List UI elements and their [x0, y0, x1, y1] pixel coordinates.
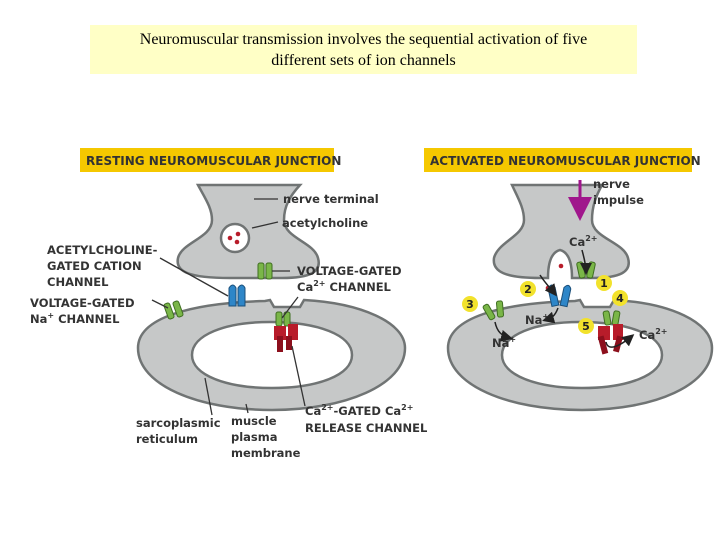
- title-line-1: Neuromuscular transmission involves the …: [139, 31, 588, 48]
- title-line-2: different sets of ion channels: [271, 52, 456, 69]
- resting-header-bg: [80, 148, 334, 172]
- label-ca-top: Ca2+: [569, 234, 597, 249]
- svg-text:1: 1: [600, 277, 608, 290]
- activated-muscle-fiber: [446, 298, 714, 412]
- resting-ach-channel: [228, 284, 246, 307]
- svg-text:3: 3: [466, 298, 474, 311]
- label-ach-channel-line-2: GATED CATION: [47, 259, 142, 273]
- label-vg-ca-line-1: VOLTAGE-GATED: [297, 264, 402, 278]
- activated-vg-na-channel: [482, 300, 505, 321]
- label-nerve-terminal: nerve terminal: [283, 192, 379, 206]
- ach-molecule: [234, 239, 240, 245]
- resting-muscle-vg-ca-channel: [275, 311, 291, 327]
- label-acetylcholine: acetylcholine: [282, 216, 368, 230]
- label-mpm-line-2: plasma: [231, 430, 278, 444]
- label-na-mid: Na+: [525, 312, 549, 327]
- svg-text:4: 4: [616, 292, 624, 305]
- ach-molecule: [235, 231, 241, 237]
- label-ach-channel-line-1: ACETYLCHOLINE-: [47, 243, 158, 257]
- resting-vesicle: [219, 222, 251, 254]
- label-ca-release-line-2: RELEASE CHANNEL: [305, 421, 428, 435]
- svg-text:2: 2: [524, 283, 532, 296]
- title-box: Neuromuscular transmission involves the …: [90, 25, 637, 74]
- step-badge-5: 5: [578, 318, 594, 334]
- step-badge-4: 4: [612, 290, 628, 306]
- label-vg-na-line-2: Na+ CHANNEL: [30, 311, 120, 326]
- label-ca-release-line-1: Ca2+-GATED Ca2+: [305, 403, 413, 418]
- activated-ca-release-channel: [597, 324, 623, 355]
- label-sr-line-1: sarcoplasmic: [136, 416, 221, 430]
- label-nerve-impulse-line-2: impulse: [593, 193, 644, 207]
- activated-header: ACTIVATED NEUROMUSCULAR JUNCTION: [430, 154, 701, 168]
- resting-vg-ca-channel: [257, 262, 273, 280]
- ach-molecule: [227, 235, 233, 241]
- activated-header-bg: [424, 148, 692, 172]
- step-badge-1: 1: [596, 275, 612, 291]
- resting-ca-release-channel: [274, 324, 298, 352]
- activated-panel: ACTIVATED NEUROMUSCULAR JUNCTION: [424, 148, 714, 412]
- resting-header: RESTING NEUROMUSCULAR JUNCTION: [86, 154, 341, 168]
- label-ca-right: Ca2+: [639, 327, 667, 342]
- label-mpm-line-1: muscle: [231, 414, 277, 428]
- label-vg-ca-line-2: Ca2+ CHANNEL: [297, 279, 392, 294]
- label-ach-channel-line-3: CHANNEL: [47, 275, 109, 289]
- step-badge-2: 2: [520, 281, 536, 297]
- label-mpm-line-3: membrane: [231, 446, 301, 460]
- ach-molecule: [558, 263, 564, 269]
- resting-panel: RESTING NEUROMUSCULAR JUNCTION: [30, 148, 428, 460]
- activated-nerve-terminal: [492, 183, 630, 280]
- step-badge-3: 3: [462, 296, 478, 312]
- activated-muscle-vg-ca-channel: [602, 310, 621, 326]
- label-nerve-impulse-line-1: nerve: [593, 177, 630, 191]
- resting-muscle-fiber: [136, 298, 407, 412]
- label-na-left: Na+: [492, 335, 516, 350]
- svg-text:5: 5: [582, 320, 590, 333]
- label-sr-line-2: reticulum: [136, 432, 198, 446]
- label-vg-na-line-1: VOLTAGE-GATED: [30, 296, 135, 310]
